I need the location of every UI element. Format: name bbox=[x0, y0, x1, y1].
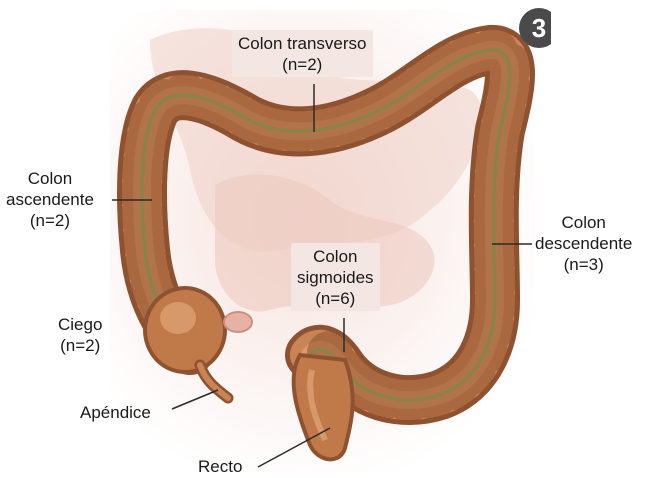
label-colon-ascendente-line2: ascendente bbox=[6, 189, 94, 210]
label-colon-descendente-line1: Colon bbox=[535, 212, 632, 233]
label-colon-sigmoides-line1: Colon bbox=[297, 246, 374, 267]
label-colon-descendente: Colon descendente (n=3) bbox=[535, 212, 632, 275]
label-colon-descendente-count: (n=3) bbox=[535, 254, 632, 275]
ileum-end bbox=[224, 312, 252, 332]
label-ciego-count: (n=2) bbox=[58, 335, 102, 356]
label-ciego: Ciego (n=2) bbox=[58, 314, 102, 356]
label-recto-name: Recto bbox=[198, 456, 242, 477]
label-apendice: Apéndice bbox=[80, 402, 151, 423]
label-colon-sigmoides-line2: sigmoides bbox=[297, 267, 374, 288]
label-colon-sigmoides-count: (n=6) bbox=[297, 288, 374, 309]
label-apendice-name: Apéndice bbox=[80, 402, 151, 423]
label-ciego-name: Ciego bbox=[58, 314, 102, 335]
label-colon-descendente-line2: descendente bbox=[535, 233, 632, 254]
label-recto: Recto bbox=[198, 456, 242, 477]
label-colon-ascendente-count: (n=2) bbox=[6, 210, 94, 231]
label-colon-transverso-count: (n=2) bbox=[238, 54, 367, 75]
cecum-highlight bbox=[160, 302, 196, 334]
label-colon-transverso: Colon transverso (n=2) bbox=[232, 30, 373, 77]
label-colon-sigmoides: Colon sigmoides (n=6) bbox=[291, 243, 380, 311]
label-colon-transverso-name: Colon transverso bbox=[238, 33, 367, 54]
label-colon-ascendente: Colon ascendente (n=2) bbox=[6, 168, 94, 231]
label-colon-ascendente-line1: Colon bbox=[6, 168, 94, 189]
